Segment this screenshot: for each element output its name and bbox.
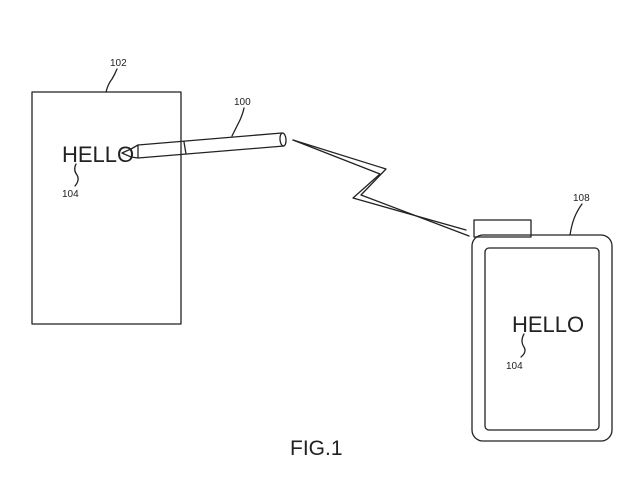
device-displayed-text: HELLO	[512, 312, 584, 337]
pen-ref-label: 100	[234, 97, 251, 108]
pen-body-bottom-edge	[138, 146, 284, 158]
digital-pen: 100	[122, 97, 287, 158]
pen-grip-line	[184, 142, 186, 154]
device-text-ref-leader	[521, 334, 525, 357]
paper-ref-label: 102	[110, 58, 127, 69]
pen-end-cap	[279, 133, 286, 146]
pen-body-top-edge	[138, 133, 282, 145]
paper-sheet: 102 HELLO 104	[32, 58, 181, 324]
pen-ref-leader	[232, 108, 244, 136]
device-screen	[485, 248, 599, 430]
device-ref-label: 108	[573, 193, 590, 204]
device-text-ref-label: 104	[506, 361, 523, 372]
paper-ref-leader	[106, 69, 117, 92]
figure-caption: FIG.1	[290, 437, 343, 460]
device-outline	[472, 235, 612, 441]
wireless-zigzag-upper	[293, 140, 466, 230]
paper-text-ref-leader	[75, 164, 78, 186]
display-device: 108 HELLO 104	[472, 193, 612, 441]
wireless-zigzag-lower	[293, 140, 469, 236]
device-ref-leader	[570, 204, 582, 235]
paper-text-ref-label: 104	[62, 189, 79, 200]
paper-outline	[32, 92, 181, 324]
paper-handwritten-text: HELLO	[62, 142, 134, 167]
wireless-link-symbol	[293, 140, 469, 236]
